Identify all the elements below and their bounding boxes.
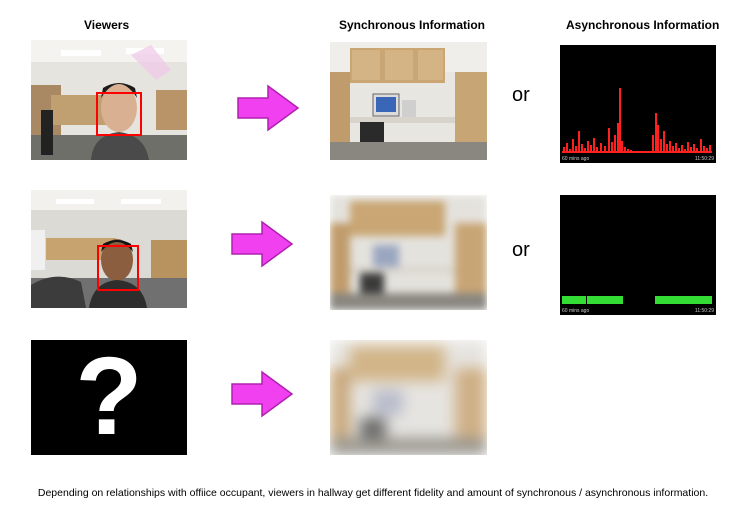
presence-bar-2 [587, 296, 623, 304]
face-detection-box-1 [96, 92, 142, 136]
activity-spike [660, 139, 662, 153]
activity-spike [700, 139, 702, 153]
activity-spike [572, 139, 574, 153]
activity-spike [687, 142, 689, 153]
unknown-viewer-panel: ? [31, 340, 187, 455]
sync-photo-minimal-fidelity [330, 340, 487, 455]
activity-spike [657, 125, 659, 153]
async-2-start-time: 60 mins ago [562, 308, 590, 314]
activity-spike [663, 131, 665, 153]
arrow-right-icon [236, 84, 300, 132]
activity-spike [611, 142, 613, 153]
or-label-1: or [512, 84, 530, 106]
or-label-2: or [512, 239, 530, 261]
sync-photo-reduced-fidelity [330, 195, 487, 310]
activity-spike [566, 143, 568, 153]
activity-spike [709, 145, 711, 153]
activity-spike [675, 143, 677, 153]
figure-caption: Depending on relationships with offiice … [37, 487, 709, 499]
activity-spike [575, 146, 577, 153]
activity-spike [584, 148, 586, 153]
activity-spike [621, 141, 623, 153]
presence-bar-3 [655, 296, 712, 304]
asynchronous-header: Asynchronous Information [566, 18, 720, 32]
synchronous-header: Synchronous Information [339, 18, 486, 32]
activity-spike [596, 147, 598, 153]
activity-spike [604, 146, 606, 153]
activity-spike [617, 123, 619, 153]
activity-spike [666, 144, 668, 153]
async-1-end-time: 11:50:29 [694, 156, 714, 162]
activity-spike [655, 113, 657, 153]
viewer-photo-1 [31, 40, 187, 160]
activity-spike [690, 147, 692, 153]
question-mark-icon: ? [75, 340, 143, 455]
activity-spike [681, 145, 683, 153]
activity-spike [652, 135, 654, 153]
activity-spike [600, 143, 602, 153]
activity-spike [578, 131, 580, 153]
activity-spike [608, 128, 610, 153]
arrow-right-icon [230, 220, 294, 268]
activity-spike [614, 135, 616, 153]
async-1-start-time: 60 mins ago [562, 156, 590, 162]
sync-photo-full-fidelity [330, 42, 487, 160]
activity-baseline [562, 151, 712, 153]
async-activity-graph-1: 60 mins ago 11:50:29 [560, 45, 716, 163]
viewer-photo-2 [31, 190, 187, 308]
face-detection-box-2 [97, 245, 139, 291]
activity-spike [703, 146, 705, 153]
activity-spike [672, 146, 674, 153]
activity-spike [624, 147, 626, 153]
activity-spike [581, 144, 583, 153]
activity-spike [669, 141, 671, 153]
activity-spike [590, 145, 592, 153]
viewers-header: Viewers [84, 18, 130, 32]
async-activity-graph-2: 60 mins ago 11:50:29 [560, 195, 716, 315]
activity-spike [563, 147, 565, 153]
activity-spike [619, 88, 621, 153]
activity-spike [678, 148, 680, 153]
activity-spike [587, 141, 589, 153]
activity-spike [593, 138, 595, 153]
arrow-right-icon [230, 370, 294, 418]
activity-spike [706, 148, 708, 153]
activity-spike [696, 148, 698, 153]
async-2-end-time: 11:50:29 [694, 308, 714, 314]
presence-bar-1 [562, 296, 586, 304]
activity-spike [693, 144, 695, 153]
